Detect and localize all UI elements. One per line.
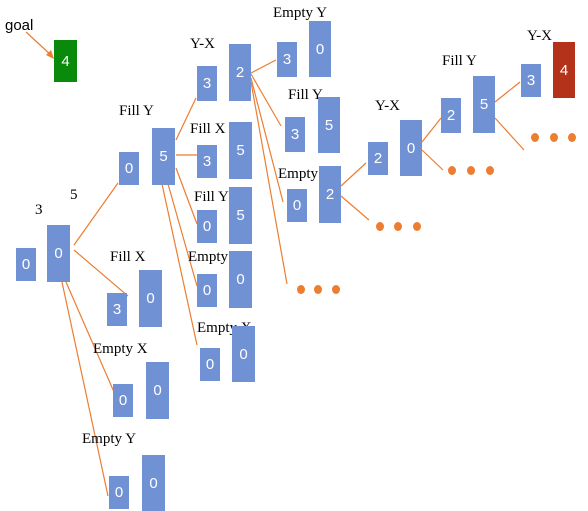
- yx-fill-y-jug-y: 5: [318, 97, 340, 153]
- root-jug-y: 0: [47, 225, 70, 282]
- yx2-jug-y: 0: [400, 120, 422, 176]
- label-fill-y-2: Fill Y: [194, 189, 229, 205]
- more-dot: [413, 222, 421, 231]
- more-dot: [376, 222, 384, 231]
- yx-empty-x-jug-x: 0: [287, 189, 307, 222]
- goal-arrowhead: [46, 50, 54, 59]
- yx-empty-y-jug-x: 3: [277, 42, 297, 77]
- more-dot: [568, 133, 576, 142]
- fy-fill-y-jug-x: 0: [197, 210, 217, 243]
- edge-ex-more: [340, 195, 370, 221]
- fy-empty-x-jug-x: 0: [200, 348, 220, 381]
- edge-yx-more: [250, 81, 288, 285]
- y-minus-x-jug-x: 3: [197, 66, 217, 101]
- empty-x-jug-y: 0: [146, 362, 169, 419]
- edge-root-fill-x: [73, 249, 129, 297]
- goal-label: goal: [5, 17, 34, 34]
- fy4-jug-y: 5: [473, 76, 495, 133]
- more-dot: [314, 285, 322, 294]
- final-jug-x: 3: [521, 64, 541, 97]
- edge-fy4-final: [494, 81, 521, 103]
- more-dot: [531, 133, 539, 142]
- goal-arrow: [25, 31, 53, 57]
- edge-ex-yx2: [340, 162, 367, 187]
- edge-yx-empty-y: [250, 59, 277, 74]
- yx-empty-y-jug-y: 0: [309, 21, 331, 77]
- label-empty-x: Empty X: [93, 341, 148, 357]
- root-capacity-y: 5: [70, 187, 78, 203]
- more-dot: [332, 285, 340, 294]
- edge-fy-fill-y: [175, 167, 198, 225]
- label-empty-y-3: Empty Y: [273, 5, 328, 21]
- label-empty-y-2: Empty Y: [188, 249, 243, 265]
- yx-fill-y-jug-x: 3: [285, 117, 305, 152]
- edge-fy-empty-x: [161, 183, 198, 346]
- y-minus-x-jug-y: 2: [229, 44, 251, 101]
- yx2-jug-x: 2: [368, 142, 388, 175]
- fill-x-jug-x: 3: [107, 293, 127, 326]
- fy-fill-x-jug-x: 3: [197, 145, 217, 178]
- more-dot: [297, 285, 305, 294]
- fill-x-jug-y: 0: [139, 270, 162, 327]
- empty-y-jug-x: 0: [109, 476, 129, 509]
- fy-empty-x-jug-y: 0: [232, 326, 255, 382]
- edge-yx-empty-x: [250, 77, 284, 203]
- edge-root-empty-y: [61, 281, 109, 497]
- fill-y-jug-x: 0: [119, 152, 139, 185]
- edge-fy-empty-y: [167, 183, 198, 287]
- empty-x-jug-x: 0: [113, 384, 133, 417]
- label-empty-y: Empty Y: [82, 431, 137, 447]
- goal-node: 4: [54, 40, 77, 82]
- empty-y-jug-y: 0: [142, 455, 165, 511]
- label-fill-y-4: Fill Y: [442, 53, 477, 69]
- edge-yx2-fill-y: [421, 117, 442, 143]
- label-fill-y: Fill Y: [119, 103, 154, 119]
- fy4-jug-x: 2: [441, 98, 461, 133]
- edge-fy4-more: [494, 117, 525, 151]
- fy-empty-y-jug-x: 0: [197, 274, 217, 307]
- label-y-minus-x-3: Y-X: [527, 28, 552, 44]
- fy-empty-y-jug-y: 0: [229, 251, 252, 308]
- root-jug-x: 0: [16, 248, 36, 281]
- label-fill-y-3: Fill Y: [288, 87, 323, 103]
- label-empty-x-3: Empty X: [278, 166, 333, 182]
- final-jug-y: 4: [553, 42, 575, 98]
- edge-fy-yx: [175, 97, 197, 141]
- label-fill-x: Fill X: [110, 249, 146, 265]
- root-capacity-x: 3: [35, 202, 43, 218]
- edge-yx2-more: [421, 149, 444, 171]
- edge-root-empty-x: [65, 281, 115, 393]
- label-y-minus-x: Y-X: [190, 36, 215, 52]
- edge-root-fill-y: [73, 182, 119, 246]
- yx-empty-x-jug-y: 2: [319, 166, 341, 223]
- label-fill-x-2: Fill X: [190, 121, 226, 137]
- edge-yx-fill-y: [250, 73, 282, 127]
- label-y-minus-x-2: Y-X: [375, 98, 400, 114]
- fill-y-jug-y: 5: [152, 128, 175, 185]
- fy-fill-y-jug-y: 5: [229, 187, 252, 244]
- more-dot: [448, 166, 456, 175]
- more-dot: [486, 166, 494, 175]
- more-dot: [394, 222, 402, 231]
- more-dot: [467, 166, 475, 175]
- fy-fill-x-jug-y: 5: [229, 122, 252, 179]
- more-dot: [550, 133, 558, 142]
